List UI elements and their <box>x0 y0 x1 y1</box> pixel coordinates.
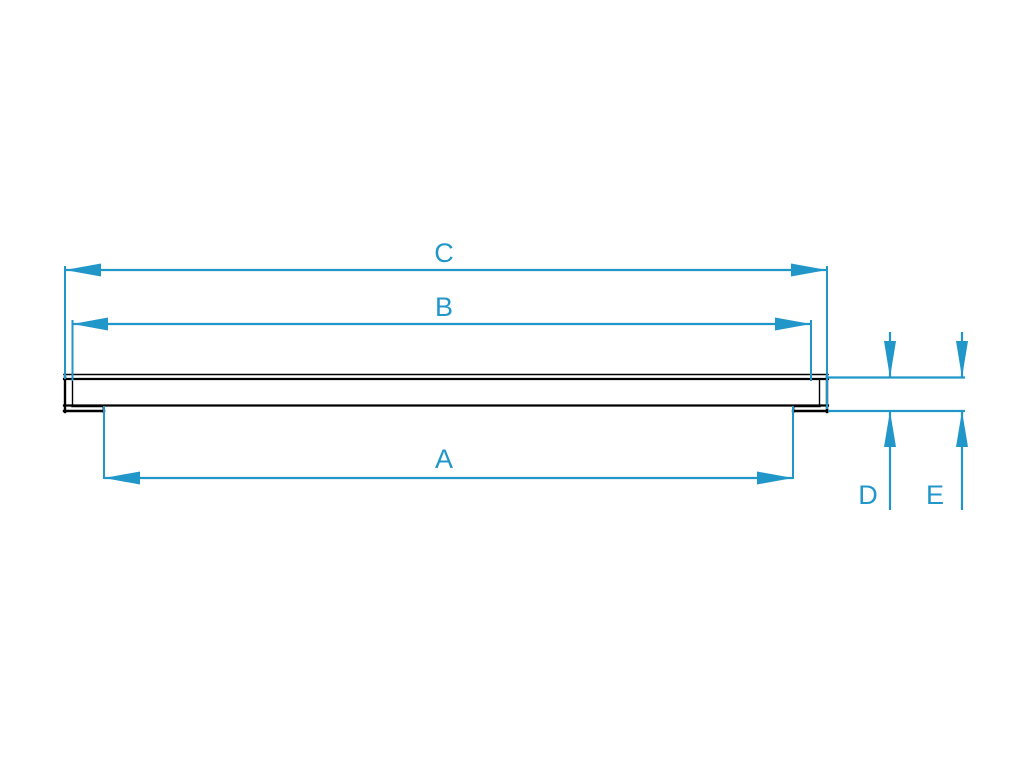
dimension-E <box>956 332 968 510</box>
dimension-C <box>64 263 828 409</box>
c-left-arrowhead-icon <box>65 263 101 277</box>
e-lower-arrowhead-icon <box>956 411 968 447</box>
dimension-B <box>71 317 812 381</box>
right-reference-lines <box>828 376 965 413</box>
dimension-label-E: E <box>926 480 944 510</box>
dimension-label-C: C <box>434 238 454 268</box>
part-outline <box>62 373 830 414</box>
e-upper-arrowhead-icon <box>956 341 968 378</box>
dimension-label-A: A <box>435 444 453 474</box>
a-right-arrowhead-icon <box>757 471 793 485</box>
c-right-arrowhead-icon <box>791 263 827 277</box>
d-upper-arrowhead-icon <box>884 341 896 378</box>
b-left-arrowhead-icon <box>72 317 108 331</box>
dimension-D <box>884 332 896 510</box>
a-left-arrowhead-icon <box>104 471 140 485</box>
dimension-label-D: D <box>858 480 878 510</box>
b-right-arrowhead-icon <box>775 317 811 331</box>
dimension-label-B: B <box>435 292 453 322</box>
dimension-A <box>103 406 794 485</box>
d-lower-arrowhead-icon <box>884 411 896 447</box>
dimension-annotations <box>64 263 968 510</box>
